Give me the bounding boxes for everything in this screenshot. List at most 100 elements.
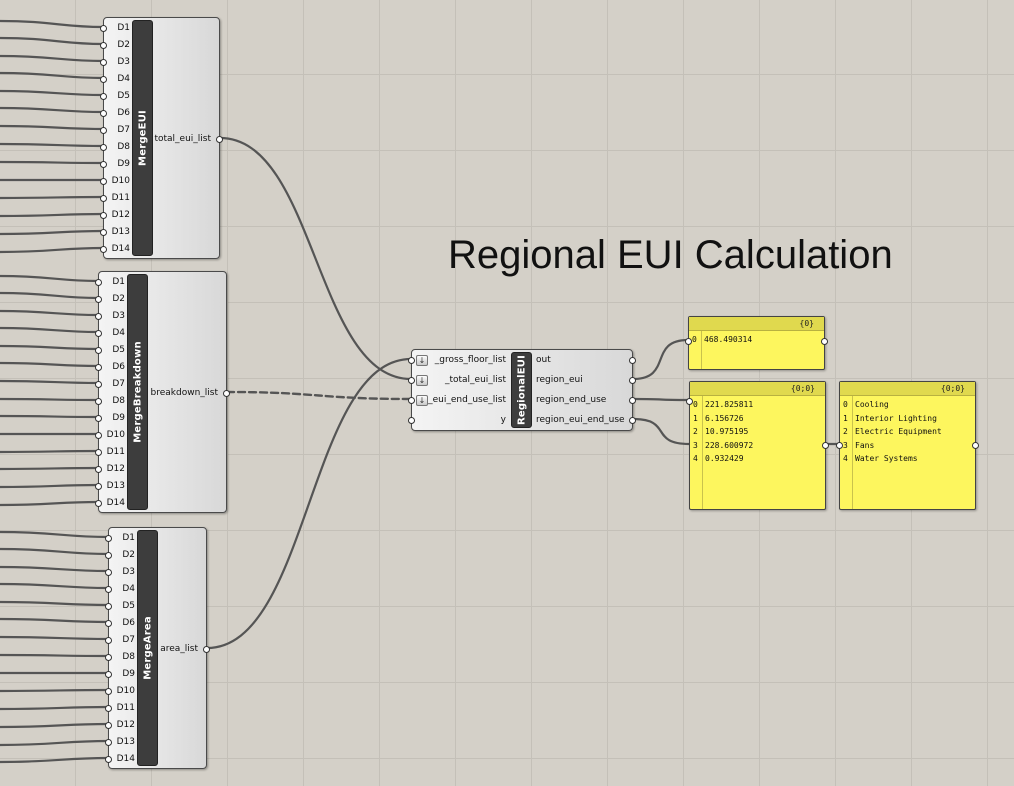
input-grip[interactable] bbox=[100, 25, 107, 32]
input-grip[interactable] bbox=[408, 357, 415, 364]
input-grip[interactable] bbox=[95, 313, 102, 320]
input-grip[interactable] bbox=[95, 381, 102, 388]
input-grip[interactable] bbox=[100, 212, 107, 219]
output-grip[interactable] bbox=[821, 338, 828, 345]
input-grip[interactable] bbox=[105, 671, 112, 678]
input-grip[interactable] bbox=[105, 552, 112, 559]
input-grip[interactable] bbox=[100, 110, 107, 117]
input-grip[interactable] bbox=[105, 756, 112, 763]
input-param-label: D6 bbox=[117, 108, 130, 118]
output-grip[interactable] bbox=[972, 442, 979, 449]
input-grip[interactable] bbox=[836, 442, 843, 449]
input-grip[interactable] bbox=[95, 347, 102, 354]
input-grip[interactable] bbox=[95, 432, 102, 439]
wire bbox=[0, 19, 105, 29]
input-grip[interactable] bbox=[105, 620, 112, 627]
input-grip[interactable] bbox=[95, 296, 102, 303]
wire bbox=[218, 136, 413, 381]
input-param-label: D5 bbox=[112, 345, 125, 355]
input-grip[interactable] bbox=[95, 466, 102, 473]
input-param-label: D2 bbox=[112, 294, 125, 304]
input-grip[interactable] bbox=[100, 161, 107, 168]
wire bbox=[0, 361, 100, 368]
input-grip[interactable] bbox=[105, 688, 112, 695]
input-grip[interactable] bbox=[95, 279, 102, 286]
input-grip[interactable] bbox=[105, 705, 112, 712]
panel-row-index: 2 bbox=[693, 427, 698, 436]
panel-row-value: Cooling bbox=[855, 400, 889, 409]
input-param-label: D9 bbox=[122, 669, 135, 679]
input-grip[interactable] bbox=[100, 144, 107, 151]
wire bbox=[0, 617, 110, 624]
wire bbox=[0, 582, 110, 590]
input-grip[interactable] bbox=[95, 500, 102, 507]
component-nickname-bar[interactable]: MergeArea bbox=[137, 530, 158, 766]
wire bbox=[631, 397, 691, 402]
input-grip[interactable] bbox=[100, 127, 107, 134]
input-grip[interactable] bbox=[95, 364, 102, 371]
output-grip[interactable] bbox=[203, 646, 210, 653]
input-grip[interactable] bbox=[95, 330, 102, 337]
output-grip[interactable] bbox=[216, 136, 223, 143]
output-grip[interactable] bbox=[223, 390, 230, 397]
panel-row-index: 1 bbox=[693, 413, 698, 423]
input-grip[interactable] bbox=[105, 637, 112, 644]
component-name: MergeArea bbox=[142, 616, 153, 680]
output-grip[interactable] bbox=[629, 417, 636, 424]
input-grip[interactable] bbox=[105, 739, 112, 746]
output-grip[interactable] bbox=[629, 357, 636, 364]
wire bbox=[0, 565, 110, 573]
panel-row-value: 221.825811 bbox=[705, 400, 754, 409]
output-param-label: out bbox=[536, 355, 551, 365]
output-grip[interactable] bbox=[822, 442, 829, 449]
input-grip[interactable] bbox=[95, 415, 102, 422]
component-nickname-bar[interactable]: MergeEUI bbox=[132, 20, 153, 256]
input-grip[interactable] bbox=[408, 417, 415, 424]
wire bbox=[0, 688, 110, 693]
wire bbox=[0, 160, 105, 165]
wire bbox=[0, 274, 100, 283]
input-grip[interactable] bbox=[105, 654, 112, 661]
input-param-label: D7 bbox=[117, 125, 130, 135]
input-param-label: D8 bbox=[112, 396, 125, 406]
input-grip[interactable] bbox=[100, 195, 107, 202]
input-grip[interactable] bbox=[686, 398, 693, 405]
input-grip[interactable] bbox=[100, 42, 107, 49]
input-grip[interactable] bbox=[100, 93, 107, 100]
input-grip[interactable] bbox=[100, 76, 107, 83]
input-grip[interactable] bbox=[105, 603, 112, 610]
panel-row-value: Interior Lighting bbox=[855, 413, 937, 423]
panel-path: {0} bbox=[689, 317, 824, 331]
input-grip[interactable] bbox=[95, 483, 102, 490]
regional-eui-component[interactable]: RegionalEUI _gross_floor_list↓_total_eui… bbox=[408, 349, 636, 431]
input-grip[interactable] bbox=[100, 178, 107, 185]
wire bbox=[0, 309, 100, 317]
input-grip[interactable] bbox=[408, 397, 415, 404]
input-grip[interactable] bbox=[408, 377, 415, 384]
input-grip[interactable] bbox=[100, 59, 107, 66]
wire bbox=[0, 229, 105, 236]
component-nickname-bar[interactable]: RegionalEUI bbox=[511, 352, 532, 428]
input-grip[interactable] bbox=[95, 449, 102, 456]
output-grip[interactable] bbox=[629, 377, 636, 384]
output-grip[interactable] bbox=[629, 397, 636, 404]
panel-row-index: 0 bbox=[692, 335, 697, 344]
input-grip[interactable] bbox=[100, 229, 107, 236]
input-grip[interactable] bbox=[105, 722, 112, 729]
input-grip[interactable] bbox=[105, 569, 112, 576]
component-nickname-bar[interactable]: MergeBreakdown bbox=[127, 274, 148, 510]
input-grip[interactable] bbox=[685, 338, 692, 345]
input-grip[interactable] bbox=[105, 535, 112, 542]
panel-row-index: 0 bbox=[843, 400, 848, 409]
input-grip[interactable] bbox=[95, 398, 102, 405]
input-grip[interactable] bbox=[100, 246, 107, 253]
wire bbox=[0, 547, 110, 556]
input-grip[interactable] bbox=[105, 586, 112, 593]
